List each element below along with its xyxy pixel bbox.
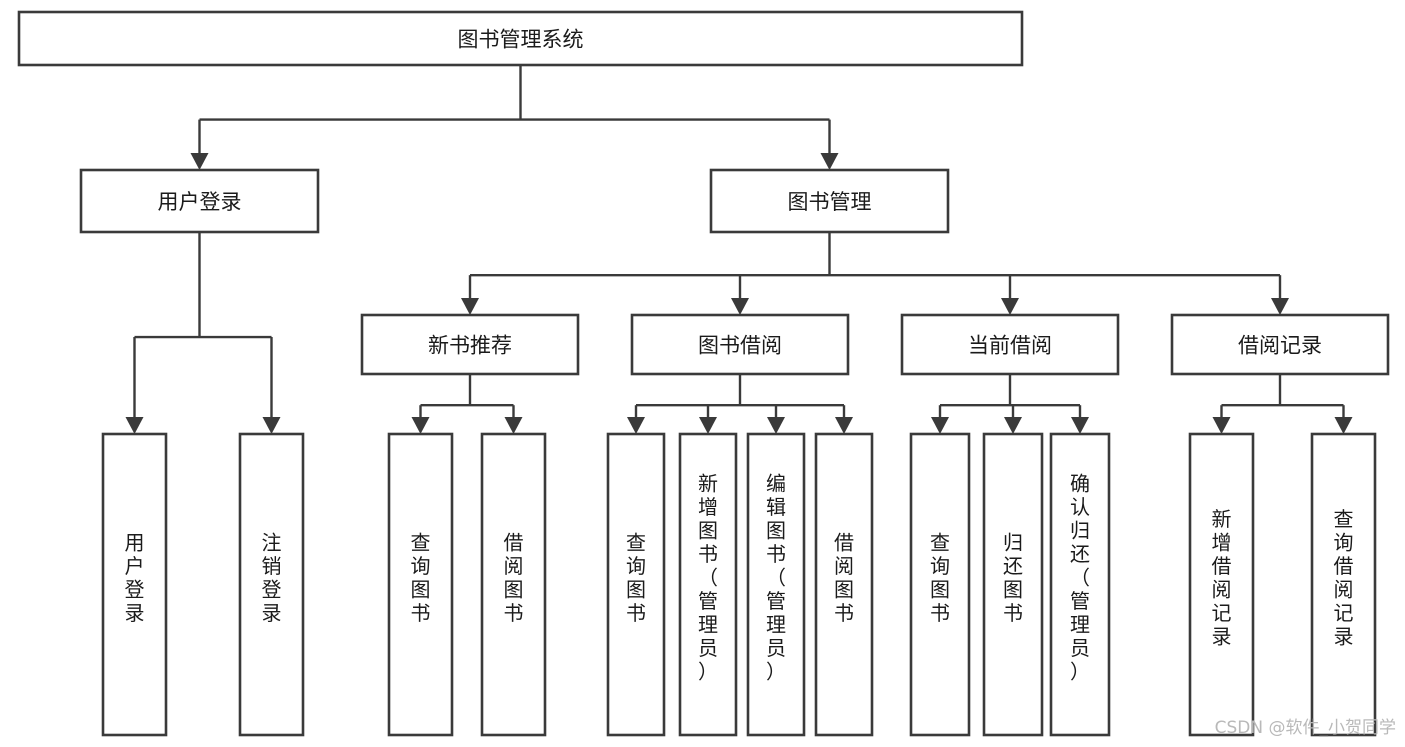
- node-new-book-recommend[interactable]: 新书推荐: [360, 313, 580, 376]
- arrow-head-icon: [1071, 417, 1089, 434]
- node-label: 图书管理: [788, 190, 872, 214]
- node-box: [480, 432, 547, 737]
- node-label: 用户登录: [158, 190, 242, 214]
- node-label: 借阅记录: [1238, 334, 1322, 358]
- node-label: 新增借阅记录: [1212, 507, 1232, 649]
- arrow-head-icon: [411, 417, 430, 434]
- node-box: [1310, 432, 1377, 737]
- node-label: 查询图书: [626, 530, 646, 625]
- connector-layer: [125, 65, 1353, 434]
- node-label: 图书借阅: [698, 334, 782, 358]
- node-box: [606, 432, 666, 737]
- node-label: 借阅图书: [834, 530, 854, 625]
- node-borrow-record[interactable]: 借阅记录: [1170, 313, 1390, 376]
- node-layer: 图书管理系统用户登录图书管理新书推荐图书借阅当前借阅借阅记录用户登录注销登录查询…: [17, 10, 1390, 737]
- arrow-head-icon: [262, 417, 281, 434]
- arrow-head-icon: [767, 417, 785, 434]
- arrow-head-icon: [820, 153, 839, 170]
- node-leaf-return-book[interactable]: 归还图书: [982, 432, 1044, 737]
- node-leaf-edit-book-admin[interactable]: 编辑图书（管理员）: [746, 432, 806, 737]
- node-box: [630, 313, 850, 376]
- node-leaf-query-book-1[interactable]: 查询图书: [387, 432, 454, 737]
- arrow-head-icon: [1334, 417, 1353, 434]
- node-label: 当前借阅: [968, 334, 1052, 358]
- node-root[interactable]: 图书管理系统: [17, 10, 1024, 67]
- node-box: [360, 313, 580, 376]
- node-box: [1049, 432, 1111, 737]
- node-box: [238, 432, 305, 737]
- node-box: [101, 432, 168, 737]
- node-label: 借阅图书: [504, 530, 524, 625]
- node-user-login[interactable]: 用户登录: [79, 168, 320, 234]
- arrow-head-icon: [461, 298, 479, 315]
- node-leaf-logout-login[interactable]: 注销登录: [238, 432, 305, 737]
- node-leaf-add-borrow-record[interactable]: 新增借阅记录: [1188, 432, 1255, 737]
- node-leaf-borrow-book-1[interactable]: 借阅图书: [480, 432, 547, 737]
- node-leaf-query-borrow-record[interactable]: 查询借阅记录: [1310, 432, 1377, 737]
- node-leaf-borrow-book-2[interactable]: 借阅图书: [814, 432, 874, 737]
- node-box: [387, 432, 454, 737]
- node-box: [746, 432, 806, 737]
- arrow-head-icon: [627, 417, 645, 434]
- node-book-manage[interactable]: 图书管理: [709, 168, 950, 234]
- node-label: 用户登录: [125, 530, 145, 625]
- arrow-head-icon: [699, 417, 717, 434]
- node-box: [900, 313, 1120, 376]
- node-label: 归还图书: [1003, 530, 1023, 625]
- node-box: [814, 432, 874, 737]
- arrow-head-icon: [190, 153, 209, 170]
- arrow-head-icon: [1001, 298, 1019, 315]
- node-box: [1170, 313, 1390, 376]
- node-leaf-query-book-2[interactable]: 查询图书: [606, 432, 666, 737]
- node-box: [709, 168, 950, 234]
- csdn-watermark: CSDN @软件_小贺同学: [1215, 718, 1396, 738]
- node-current-borrow[interactable]: 当前借阅: [900, 313, 1120, 376]
- node-leaf-add-book-admin[interactable]: 新增图书（管理员）: [678, 432, 738, 737]
- node-box: [1188, 432, 1255, 737]
- node-book-borrow[interactable]: 图书借阅: [630, 313, 850, 376]
- node-label: 查询借阅记录: [1334, 507, 1354, 649]
- node-box: [79, 168, 320, 234]
- node-label: 新增图书（管理员）: [698, 472, 718, 684]
- node-box: [678, 432, 738, 737]
- node-leaf-confirm-return-admin[interactable]: 确认归还（管理员）: [1049, 432, 1111, 737]
- node-leaf-query-book-3[interactable]: 查询图书: [909, 432, 971, 737]
- node-label: 注销登录: [262, 530, 282, 625]
- node-leaf-user-login[interactable]: 用户登录: [101, 432, 168, 737]
- arrow-head-icon: [731, 298, 749, 315]
- node-label: 图书管理系统: [458, 28, 584, 52]
- node-label: 新书推荐: [428, 334, 512, 358]
- arrow-head-icon: [1212, 417, 1231, 434]
- node-box: [982, 432, 1044, 737]
- arrow-head-icon: [835, 417, 853, 434]
- node-label: 查询图书: [411, 530, 431, 625]
- node-label: 查询图书: [930, 530, 950, 625]
- arrow-head-icon: [125, 417, 144, 434]
- node-box: [17, 10, 1024, 67]
- arrow-head-icon: [1004, 417, 1022, 434]
- node-label: 编辑图书（管理员）: [766, 472, 786, 684]
- node-label: 确认归还（管理员）: [1070, 472, 1090, 684]
- arrow-head-icon: [1271, 298, 1289, 315]
- node-box: [909, 432, 971, 737]
- arrow-head-icon: [504, 417, 523, 434]
- arrow-head-icon: [931, 417, 949, 434]
